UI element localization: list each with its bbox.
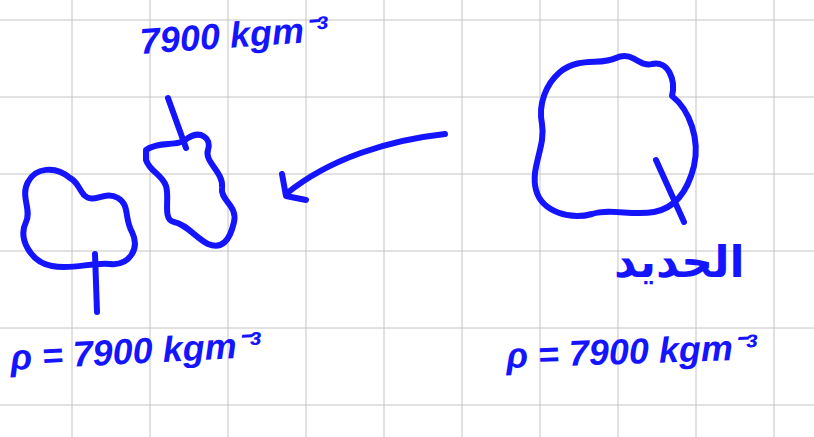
small-piece (24, 170, 135, 267)
material-label: الحديد (614, 238, 745, 286)
leader-line (168, 98, 186, 148)
small-piece (146, 135, 235, 246)
leader-line (656, 160, 684, 222)
arrow-head (282, 174, 306, 200)
density-label: 7900 kgm⁻³ (139, 9, 329, 62)
density-label: ρ = 7900 kgm⁻³ (9, 325, 262, 378)
leader-line (95, 254, 97, 312)
density-label: ρ = 7900 kgm⁻³ (505, 327, 757, 375)
arrow (286, 134, 445, 194)
